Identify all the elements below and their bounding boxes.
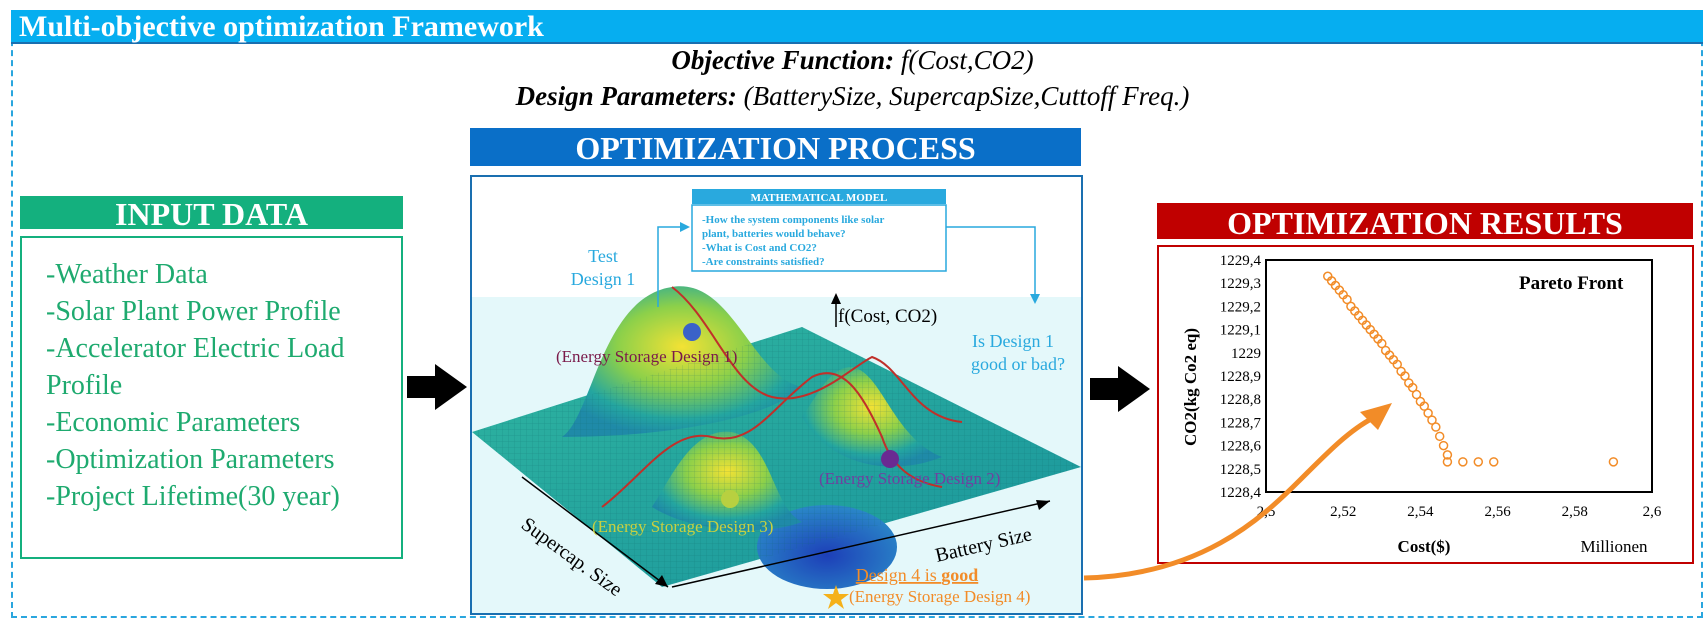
model-title: MATHEMATICAL MODEL bbox=[751, 192, 888, 204]
pareto-point bbox=[1419, 401, 1430, 411]
question-label: good or bad? bbox=[971, 354, 1065, 374]
arrowhead-icon bbox=[1036, 500, 1050, 510]
pareto-point bbox=[1423, 408, 1433, 418]
design-2-marker bbox=[881, 450, 899, 468]
chart-title: Pareto Front bbox=[1519, 273, 1624, 294]
battery-axis bbox=[671, 500, 1051, 588]
x-tick-label: 2,5 bbox=[1257, 504, 1276, 520]
optimization-results-header: OPTIMIZATION RESULTS bbox=[1157, 203, 1693, 241]
design-2-label: (Energy Storage Design 2) bbox=[819, 469, 1000, 488]
x-tick-label: 2,54 bbox=[1407, 504, 1434, 520]
pareto-point bbox=[1342, 294, 1352, 305]
design-1-marker bbox=[683, 323, 701, 341]
input-item: -Weather Data bbox=[46, 259, 208, 290]
pareto-point bbox=[1427, 415, 1437, 425]
pareto-chart: 1229,4 1229,3 1229,2 1229,1 1229 1228,9 1228,8… bbox=[1181, 253, 1662, 556]
pareto-point bbox=[1473, 457, 1484, 467]
y-tick-label: 1229,4 bbox=[1220, 253, 1262, 269]
plot-area bbox=[1265, 259, 1653, 493]
pareto-point bbox=[1392, 359, 1402, 370]
y-tick-label: 1228,5 bbox=[1220, 462, 1261, 478]
y-tick-label: 1229 bbox=[1231, 346, 1261, 362]
framework-title-bar: Multi-objective optimization Framework bbox=[11, 10, 1703, 44]
arrowhead-icon bbox=[655, 575, 668, 587]
good-label: Design 4 is good bbox=[856, 565, 979, 585]
ridge-line bbox=[671, 286, 963, 423]
input-item: -Accelerator Electric Load bbox=[46, 333, 345, 364]
model-line: -What is Cost and CO2? bbox=[702, 242, 817, 254]
y-tick-label: 1229,1 bbox=[1220, 323, 1261, 339]
model-line: plant, batteries would behave? bbox=[702, 228, 846, 240]
model-line: -Are constraints satisfied? bbox=[702, 256, 825, 268]
design-1-label: (Energy Storage Design 1) bbox=[556, 347, 737, 366]
test-label: Test bbox=[588, 246, 618, 266]
design-params-label: Design Parameters: bbox=[515, 81, 737, 111]
arrowhead-icon bbox=[1030, 294, 1040, 304]
pareto-point bbox=[1608, 457, 1619, 467]
star-icon bbox=[823, 585, 849, 609]
design-3-marker bbox=[721, 490, 739, 508]
objective-value: f(Cost,CO2) bbox=[894, 45, 1034, 75]
arrowhead-icon bbox=[831, 293, 841, 304]
input-item: -Project Lifetime(30 year) bbox=[46, 481, 340, 512]
y-tick-label: 1228,6 bbox=[1220, 439, 1262, 455]
design-params-value: (BatterySize, SupercapSize,Cuttoff Freq.… bbox=[736, 81, 1190, 111]
good-prefix: Design 4 is bbox=[856, 565, 942, 585]
flow-line bbox=[657, 226, 687, 307]
y-tick-label: 1229,2 bbox=[1220, 299, 1261, 315]
good-word: good bbox=[941, 565, 978, 585]
arrow-right-icon bbox=[1090, 366, 1150, 412]
surface-mesh bbox=[472, 327, 1081, 587]
input-item: -Optimization Parameters bbox=[46, 444, 335, 475]
y-tick-label: 1228,9 bbox=[1220, 369, 1261, 385]
framework-title: Multi-objective optimization Framework bbox=[19, 10, 544, 43]
x-unit-note: Millionen bbox=[1580, 537, 1648, 556]
x-tick-label: 2,52 bbox=[1330, 504, 1356, 520]
model-title-bar bbox=[692, 189, 946, 204]
pareto-point bbox=[1377, 338, 1387, 349]
objective-function: Objective Function: f(Cost,CO2) bbox=[0, 42, 1705, 78]
x-tick-label: 2,6 bbox=[1643, 504, 1662, 520]
test-label: Design 1 bbox=[571, 269, 636, 289]
pareto-point bbox=[1434, 431, 1445, 442]
y-tick-label: 1229,3 bbox=[1220, 276, 1261, 292]
pareto-point bbox=[1458, 457, 1468, 467]
optimization-results-box: 1229,4 1229,3 1229,2 1229,1 1229 1228,9 1228,8… bbox=[1157, 245, 1694, 564]
optimization-process-header: OPTIMIZATION PROCESS bbox=[470, 128, 1081, 166]
model-box bbox=[691, 204, 947, 272]
arrow-right-icon bbox=[407, 364, 467, 410]
question-label: Is Design 1 bbox=[972, 331, 1054, 351]
pareto-point bbox=[1407, 382, 1418, 393]
pareto-point bbox=[1442, 457, 1453, 467]
input-data-box: -Weather Data -Solar Plant Power Profile… bbox=[20, 236, 403, 559]
design-4-label: (Energy Storage Design 4) bbox=[849, 587, 1030, 606]
y-tick-label: 1228,4 bbox=[1220, 485, 1262, 501]
x-axis-label: Cost($) bbox=[1398, 537, 1451, 556]
y-tick-label: 1228,7 bbox=[1220, 415, 1262, 431]
input-item: -Economic Parameters bbox=[46, 407, 301, 438]
f-cost-label: f(Cost, CO2) bbox=[838, 306, 937, 327]
x-tick-label: 2,56 bbox=[1484, 504, 1511, 520]
input-item: -Solar Plant Power Profile bbox=[46, 296, 341, 327]
input-item: Profile bbox=[46, 370, 123, 401]
pareto-point bbox=[1411, 389, 1422, 400]
pareto-point bbox=[1438, 440, 1449, 451]
pareto-point bbox=[1400, 371, 1410, 381]
y-tick-label: 1228,8 bbox=[1220, 392, 1261, 408]
model-line: -How the system components like solar bbox=[702, 214, 885, 226]
design-parameters: Design Parameters: (BatterySize, Superca… bbox=[0, 78, 1705, 114]
pareto-point bbox=[1442, 450, 1453, 460]
optimization-process-box: MATHEMATICAL MODEL -How the system compo… bbox=[470, 175, 1083, 615]
objective-label: Objective Function: bbox=[671, 45, 895, 75]
y-axis-label: CO2(kg Co2 eq) bbox=[1181, 328, 1200, 446]
surface-diagram: MATHEMATICAL MODEL -How the system compo… bbox=[472, 189, 1081, 613]
supercap-axis bbox=[521, 476, 669, 588]
pareto-point bbox=[1431, 422, 1441, 432]
x-tick-label: 2,58 bbox=[1562, 504, 1588, 520]
design-3-label: (Energy Storage Design 3) bbox=[592, 517, 773, 536]
pareto-point bbox=[1488, 457, 1499, 467]
arrowhead-icon bbox=[680, 222, 690, 232]
input-data-header: INPUT DATA bbox=[20, 196, 403, 232]
flow-line bbox=[945, 226, 1036, 300]
